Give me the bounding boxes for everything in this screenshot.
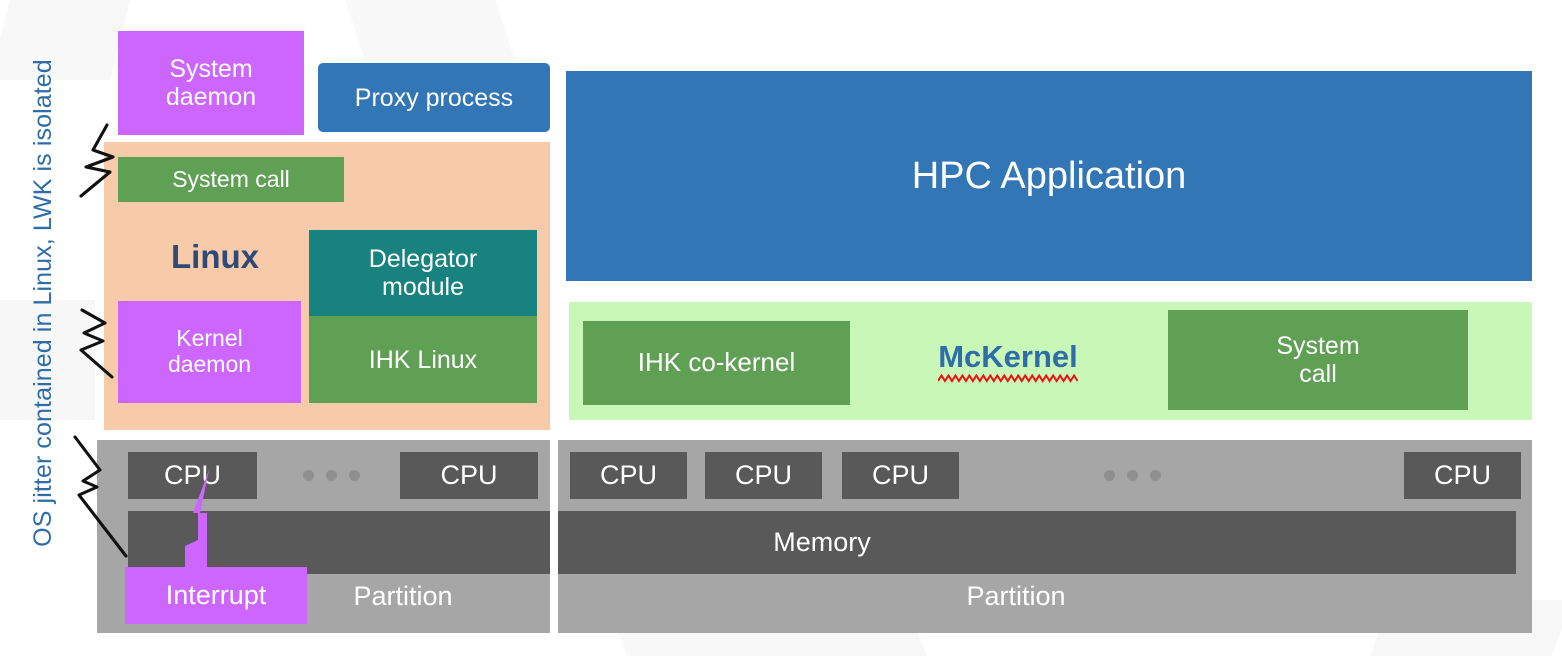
cpu-box: CPU (570, 452, 687, 499)
memory-bar: Memory (128, 511, 1516, 574)
cpu-box: CPU (400, 452, 538, 499)
cpu-box: CPU (128, 452, 257, 499)
system-call-box-linux: System call (118, 157, 344, 202)
ihk-linux-box: IHK Linux (309, 316, 537, 403)
delegator-module-box: Delegator module (309, 230, 537, 316)
partition-label-left: Partition (353, 580, 453, 611)
interrupt-callout: Interrupt (125, 567, 307, 624)
mckernel-text: McKernel (938, 339, 1078, 374)
spellcheck-squiggle-icon (938, 374, 1078, 383)
vertical-caption: OS jitter contained in Linux, LWK is iso… (28, 59, 57, 547)
hpc-application-box: HPC Application (566, 71, 1532, 281)
system-daemon-box: System daemon (118, 31, 304, 135)
hardware-partition-divider (550, 440, 558, 633)
background-watermark (0, 0, 130, 80)
cpu-box: CPU (842, 452, 959, 499)
cpu-box: CPU (705, 452, 822, 499)
system-call-box-lwk: System call (1168, 310, 1468, 410)
background-watermark (345, 0, 515, 60)
proxy-process-box: Proxy process (318, 63, 550, 132)
cpu-box: CPU (1404, 452, 1521, 499)
kernel-daemon-box: Kernel daemon (118, 301, 301, 403)
linux-panel-label: Linux (171, 238, 259, 275)
ihk-cokernel-box: IHK co-kernel (583, 321, 850, 405)
cpu-ellipsis-right (1104, 470, 1161, 481)
mckernel-label: McKernel (880, 336, 1136, 378)
partition-label-right: Partition (966, 580, 1066, 611)
cpu-ellipsis-left (303, 470, 360, 481)
